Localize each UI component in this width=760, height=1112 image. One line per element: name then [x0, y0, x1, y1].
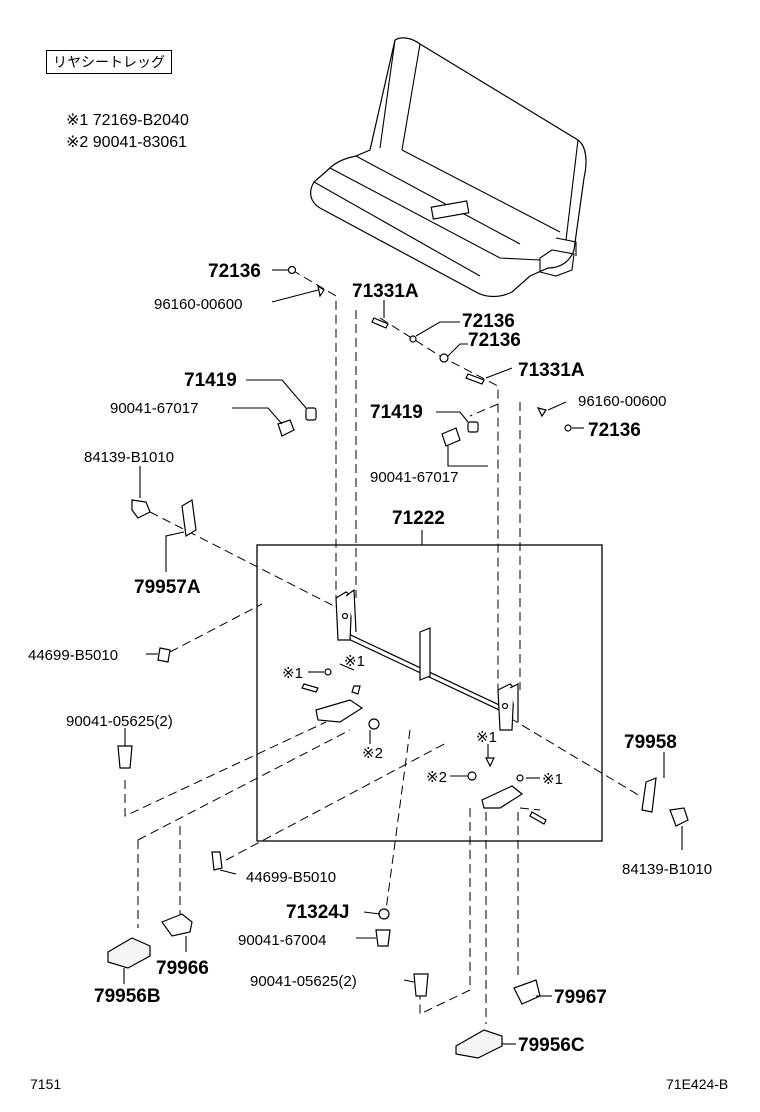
legend-part-number: 72169-B2040 — [92, 112, 189, 129]
rear-seat-illustration — [310, 37, 587, 298]
callout-79967: 79967 — [554, 987, 607, 1008]
callout-90041-67017: 90041-67017 — [110, 400, 198, 417]
pin-44699-b — [211, 851, 223, 871]
section-title: リヤシートレッグ — [46, 50, 172, 74]
bolt-90041-67017-b — [441, 427, 461, 447]
pin-71331A-b — [465, 373, 485, 385]
cover-79967 — [513, 979, 541, 1005]
legend-row-2: ※2 90041-83061 — [66, 132, 187, 152]
callout-79957A: 79957A — [134, 577, 201, 598]
callout-mark-1: ※1 — [542, 771, 563, 788]
assembly-guide-lines — [124, 269, 641, 1024]
bolt-90041-05625-b — [413, 973, 429, 997]
cover-79956C — [455, 1029, 503, 1059]
collar-71419-a — [305, 407, 317, 421]
callout-90041-67004: 90041-67004 — [238, 932, 326, 949]
nut-72136-c — [439, 353, 449, 363]
hinge-left — [315, 699, 364, 723]
screw-84139-a — [131, 499, 151, 519]
hardware-parts — [107, 265, 689, 1059]
callout-79956B: 79956B — [94, 986, 161, 1007]
callout-71324J: 71324J — [286, 902, 349, 923]
bracket-79958 — [641, 777, 657, 813]
pin-71331A-a — [371, 317, 389, 329]
callout-44699-B5010: 44699-B5010 — [246, 869, 336, 886]
callout-90041-05625: 90041-05625(2) — [250, 973, 357, 990]
callout-mark-1: ※1 — [476, 729, 497, 746]
callout-44699-B5010: 44699-B5010 — [28, 647, 118, 664]
cover-79956B — [107, 937, 151, 969]
callout-mark-2: ※2 — [362, 745, 383, 762]
legend-mark: ※1 — [66, 112, 89, 129]
callout-71331A: 71331A — [352, 281, 419, 302]
callout-72136: 72136 — [208, 261, 261, 282]
callout-79966: 79966 — [156, 958, 209, 979]
assembly-frame-71222 — [256, 544, 603, 842]
leader-lines — [123, 269, 683, 1045]
callout-84139-B1010: 84139-B1010 — [84, 449, 174, 466]
nut-72136-a — [287, 265, 297, 275]
callout-72136: 72136 — [468, 330, 521, 351]
nut-72136-d — [564, 424, 572, 432]
collar-71419-b — [467, 421, 479, 433]
callout-mark-1: ※1 — [344, 653, 365, 670]
callout-mark-2: ※2 — [426, 769, 447, 786]
legend-mark: ※2 — [66, 134, 89, 151]
callout-72136: 72136 — [588, 420, 641, 441]
part-callouts: 72136 96160-00600 71331A 72136 72136 713… — [28, 261, 712, 1056]
legend-part-number: 90041-83061 — [92, 134, 188, 151]
callout-96160-00600: 96160-00600 — [578, 393, 666, 410]
screw-84139-b — [669, 807, 689, 827]
clip-96160-b — [536, 407, 547, 418]
legend-row-1: ※1 72169-B2040 — [66, 110, 189, 130]
callout-mark-1: ※1 — [282, 665, 303, 682]
footer-left-code: 7151 — [30, 1076, 62, 1092]
bolt-90041-05625-a — [117, 745, 133, 769]
callout-96160-00600: 96160-00600 — [154, 296, 242, 313]
hinge-right — [481, 785, 524, 809]
callout-90041-05625: 90041-05625(2) — [66, 713, 173, 730]
callout-90041-67017: 90041-67017 — [370, 469, 458, 486]
callout-79956C: 79956C — [518, 1035, 585, 1056]
callout-71222: 71222 — [392, 508, 445, 529]
cover-79966 — [161, 913, 193, 937]
pin-44699-a — [157, 647, 171, 663]
collar-71324J — [378, 908, 390, 920]
seat-leg-frame — [335, 588, 519, 731]
clip-96160-a — [317, 284, 325, 298]
nut-72136-b — [409, 335, 417, 343]
bolt-90041-67004 — [375, 929, 391, 947]
footer-right-code: 71E424-B — [666, 1076, 729, 1092]
callout-79958: 79958 — [624, 732, 677, 753]
callout-71331A: 71331A — [518, 360, 585, 381]
callout-72136: 72136 — [462, 311, 515, 332]
callout-71419: 71419 — [370, 402, 423, 423]
callout-71419: 71419 — [184, 370, 237, 391]
callout-84139-B1010: 84139-B1010 — [622, 861, 712, 878]
bracket-79957A — [181, 499, 197, 537]
